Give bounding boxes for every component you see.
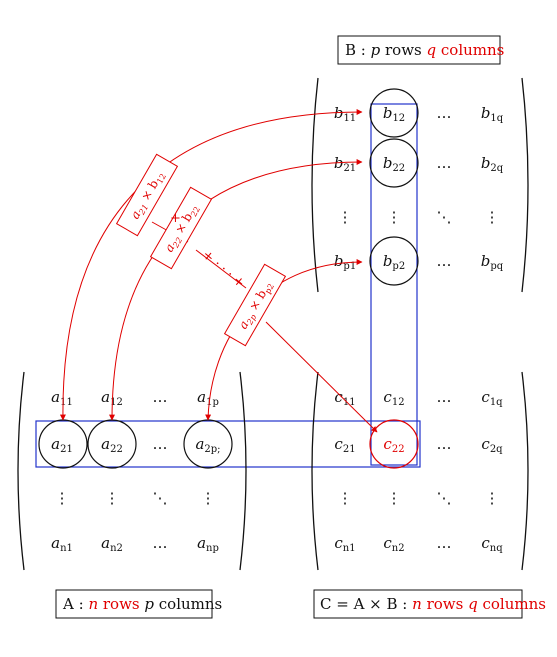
caption-a-n: n bbox=[88, 595, 98, 613]
p1-bs: 12 bbox=[155, 172, 168, 185]
matrix-b-cell-0-0: b11 bbox=[334, 104, 356, 124]
caption-c-n: n bbox=[412, 595, 422, 613]
circle-b12 bbox=[369, 88, 419, 138]
caption-b-q: q bbox=[427, 41, 437, 59]
matrix-b-cell-2-1: ⋮ bbox=[387, 208, 402, 226]
matrix-a-cell-3-1: an2 bbox=[101, 534, 123, 554]
matrix-c-cell-2-1: ⋮ bbox=[387, 489, 402, 507]
matrix-b-cell-3-3: bpq bbox=[481, 252, 504, 272]
arrow-sum-to-c22 bbox=[265, 321, 378, 433]
caption-b-prefix: B : bbox=[345, 41, 371, 59]
matrix-b-cell-0-2: … bbox=[437, 104, 452, 122]
matrix-a-cell-2-2: ⋱ bbox=[153, 489, 168, 507]
matrix-c-cell-1-3: c2q bbox=[481, 435, 503, 455]
matrix-c-cell-2-2: ⋱ bbox=[437, 489, 452, 507]
p3-bs: p2 bbox=[263, 282, 276, 295]
caption-b-suffix: columns bbox=[436, 41, 504, 59]
svg-text:B : p rows q columns: B : p rows q columns bbox=[345, 41, 504, 59]
a-row-highlight-box bbox=[35, 420, 421, 468]
caption-c: C = A × B : n rows q columns bbox=[313, 589, 546, 619]
caption-c-q: q bbox=[468, 595, 478, 613]
matrix-b-cell-1-2: … bbox=[437, 154, 452, 172]
matrix-c-cell-1-2: … bbox=[437, 435, 452, 453]
matrix-c-cell-2-3: ⋮ bbox=[485, 489, 500, 507]
product-connector-2 bbox=[195, 249, 247, 289]
matrix-a-cell-2-0: ⋮ bbox=[55, 489, 70, 507]
matrix-c-cell-0-0: c11 bbox=[334, 388, 355, 408]
circle-b22 bbox=[369, 138, 419, 188]
matrix-a-cell-1-3: a2p; bbox=[195, 435, 220, 455]
caption-c-suffix: columns bbox=[478, 595, 546, 613]
matrix-b-cell-2-2: ⋱ bbox=[437, 208, 452, 226]
matrix-a-cell-3-0: an1 bbox=[51, 534, 73, 554]
svg-text:A : n rows p columns: A : n rows p columns bbox=[62, 595, 222, 613]
matrix-c: c11 c12 … c1q c21 c22 … c2q ⋮ ⋮ ⋱ ⋮ cn1 cn2 … cnq bbox=[334, 388, 503, 554]
matrix-b-cell-3-2: … bbox=[437, 252, 452, 270]
matrix-b-cell-1-3: b2q bbox=[481, 154, 504, 174]
caption-c-prefix: C = A × B : bbox=[320, 595, 412, 613]
selected-element-circles bbox=[38, 88, 419, 469]
matrix-c-cell-1-1: c22 bbox=[383, 435, 404, 455]
matrix-b-brackets bbox=[311, 77, 529, 293]
matrix-c-cell-3-3: cnq bbox=[481, 534, 503, 554]
matrix-c-cell-3-2: … bbox=[437, 534, 452, 552]
caption-a-p: p bbox=[144, 595, 154, 613]
matrix-a-cell-3-3: anp bbox=[197, 534, 219, 554]
product-box-2: a22 × b22 bbox=[149, 186, 213, 270]
caption-b-mid: rows bbox=[380, 41, 426, 59]
matrix-b-cell-0-1: b12 bbox=[383, 104, 405, 124]
caption-a-prefix: A : bbox=[62, 595, 88, 613]
product-box-1: a21 × b12 bbox=[115, 153, 179, 237]
matrix-a-cell-1-0: a21 bbox=[51, 435, 73, 455]
caption-c-mid: rows bbox=[422, 595, 468, 613]
matrix-a-cell-0-2: … bbox=[153, 388, 168, 406]
matrix-a-cell-3-2: … bbox=[153, 534, 168, 552]
matrix-c-cell-3-0: cn1 bbox=[334, 534, 355, 554]
matrix-a-cell-1-2: … bbox=[153, 435, 168, 453]
caption-a: A : n rows p columns bbox=[55, 589, 222, 619]
matrix-b-cell-0-3: b1q bbox=[481, 104, 504, 124]
matrix-b-cell-1-0: b21 bbox=[334, 154, 356, 174]
matrix-a-cell-2-1: ⋮ bbox=[105, 489, 120, 507]
circle-bp2 bbox=[369, 236, 419, 286]
plus-separator-2: + · · · + bbox=[199, 247, 247, 291]
matrix-c-cell-2-0: ⋮ bbox=[338, 489, 353, 507]
matrix-b-cell-1-1: b22 bbox=[383, 154, 405, 174]
matrix-a-cell-0-0: a11 bbox=[51, 388, 73, 408]
matrix-b-cell-3-1: bp2 bbox=[383, 252, 405, 272]
product-box-3: a2p × bp2 bbox=[223, 263, 287, 347]
caption-b: B : p rows q columns bbox=[337, 35, 504, 65]
caption-a-mid: rows bbox=[98, 595, 144, 613]
matrix-a-cell-1-1: a22 bbox=[101, 435, 123, 455]
svg-text:C = A × B : n rows q columns: C = A × B : n rows q columns bbox=[320, 595, 546, 613]
matrix-c-cell-3-1: cn2 bbox=[383, 534, 404, 554]
p2-bs: 22 bbox=[189, 205, 202, 218]
plus-separator-1: + bbox=[170, 211, 181, 226]
matrix-b-cell-2-0: ⋮ bbox=[338, 208, 353, 226]
matrix-b-cell-2-3: ⋮ bbox=[485, 208, 500, 226]
matrix-c-cell-0-1: c12 bbox=[383, 388, 404, 408]
circle-c22 bbox=[369, 419, 419, 469]
b-column-highlight-box bbox=[370, 103, 418, 466]
caption-b-p: p bbox=[371, 41, 381, 59]
matrix-a-cell-2-3: ⋮ bbox=[201, 489, 216, 507]
caption-a-suffix: columns bbox=[154, 595, 222, 613]
matrix-a-cell-0-3: a1p bbox=[197, 388, 219, 408]
matrix-c-cell-0-3: c1q bbox=[481, 388, 503, 408]
plus-separator-2-text: + · · · + bbox=[199, 247, 247, 291]
matrix-c-cell-0-2: … bbox=[437, 388, 452, 406]
matrix-c-cell-1-0: c21 bbox=[334, 435, 355, 455]
